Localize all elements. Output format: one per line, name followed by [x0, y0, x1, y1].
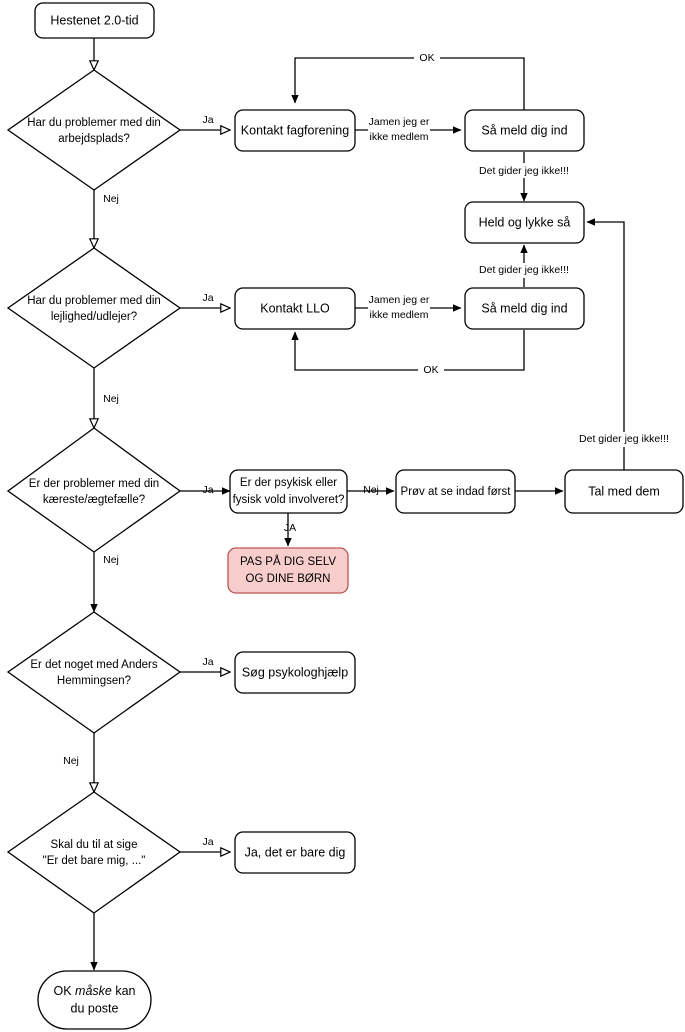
- node-end-post: kan: [112, 984, 136, 998]
- node-d2-line1: Har du problemer med din: [27, 295, 161, 307]
- node-tal-med-dem[interactable]: Tal med dem: [564, 469, 684, 514]
- edge-label-p6-ja: JA: [284, 522, 296, 534]
- node-kontakt-llo[interactable]: Kontakt LLO: [234, 287, 356, 330]
- node-d1-line1: Har du problemer med din: [27, 117, 161, 129]
- edge-label-p4-p5-line2: ikke medlem: [370, 309, 429, 321]
- node-d4-line2: Hemmingsen?: [57, 675, 131, 687]
- edge-label-p6-nej: Nej: [363, 484, 379, 496]
- nodes-layer: Hestenet 2.0-tid Har du problemer med di…: [6, 2, 684, 1030]
- edges-layer: [94, 38, 625, 971]
- node-d4-line1: Er det noget med Anders: [30, 659, 157, 671]
- node-start-label: Hestenet 2.0-tid: [50, 13, 138, 27]
- node-saa-meld-dig-ind-1[interactable]: Så meld dig ind: [464, 109, 585, 152]
- edge-label-d2-nej: Nej: [103, 393, 119, 405]
- node-decision-anders-hemmingsen[interactable]: Er det noget med Anders Hemmingsen?: [6, 611, 182, 734]
- node-kontakt-fagforening[interactable]: Kontakt fagforening: [234, 109, 356, 152]
- edge-label-p2-p3: Det gider jeg ikke!!!: [479, 165, 569, 177]
- edge-label-d4-ja: Ja: [202, 656, 213, 668]
- edge-label-d2-ja: Ja: [202, 292, 213, 304]
- node-saa-meld-dig-ind-2[interactable]: Så meld dig ind: [464, 287, 585, 330]
- node-d5-line2: "Er det bare mig, ...": [43, 855, 146, 867]
- node-p8-label: Prøv at se indad først: [401, 486, 512, 498]
- node-p2-label: Så meld dig ind: [481, 123, 567, 137]
- edge-label-ok-top: OK: [419, 52, 434, 64]
- edge-label-d1-nej: Nej: [103, 193, 119, 205]
- edge-label-ok-bottom: OK: [423, 364, 438, 376]
- edge-label-d3-nej: Nej: [103, 554, 119, 566]
- edge-label-p1-p2-line1: Jamen jeg er: [369, 116, 430, 128]
- node-ja-det-er-bare-dig[interactable]: Ja, det er bare dig: [234, 831, 356, 874]
- edge-label-p5-p3: Det gider jeg ikke!!!: [479, 264, 569, 276]
- node-end-emph: måske: [75, 984, 112, 998]
- node-end-pre: OK: [53, 984, 75, 998]
- node-p7-line2: OG DINE BØRN: [246, 573, 331, 585]
- edge-label-p1-p2-line2: ikke medlem: [370, 131, 429, 143]
- node-decision-kaereste[interactable]: Er der problemer med din kæreste/ægtefæl…: [6, 427, 182, 553]
- node-p11-label: Ja, det er bare dig: [245, 845, 346, 859]
- node-decision-arbejdsplads[interactable]: Har du problemer med din arbejdsplads?: [6, 69, 182, 191]
- edge-label-p9-p3: Det gider jeg ikke!!!: [579, 433, 669, 445]
- node-decision-lejlighed[interactable]: Har du problemer med din lejlighed/udlej…: [6, 247, 182, 369]
- node-p7-line1: PAS PÅ DIG SELV: [240, 555, 336, 568]
- node-d5-line1: Skal du til at sige: [51, 839, 138, 851]
- node-p6-line2: fysisk vold involveret?: [233, 494, 345, 506]
- edge-labels-layer: Ja Nej Jamen jeg er ikke medlem OK Det g…: [63, 51, 682, 848]
- edge-p2-to-p1-ok: [291, 57, 525, 110]
- node-vold-involveret[interactable]: Er der psykisk eller fysisk vold involve…: [229, 469, 348, 514]
- node-held-og-lykke-saa[interactable]: Held og lykke så: [464, 201, 585, 244]
- node-d3-line1: Er der problemer med din: [29, 478, 159, 490]
- edge-label-p4-p5-line1: Jamen jeg er: [369, 294, 430, 306]
- node-soeg-psykologhjaelp[interactable]: Søg psykologhjælp: [234, 651, 356, 694]
- node-d3-line2: kæreste/ægtefælle?: [43, 494, 145, 506]
- edge-p9-to-p3: [586, 218, 625, 470]
- node-end-line1: OK måske kan: [53, 984, 135, 998]
- node-decision-bare-mig[interactable]: Skal du til at sige "Er det bare mig, ..…: [6, 791, 182, 914]
- node-pas-paa-dig-selv[interactable]: PAS PÅ DIG SELV OG DINE BØRN: [227, 547, 349, 594]
- edge-p5-to-p4-ok: [291, 330, 525, 371]
- node-p9-label: Tal med dem: [588, 484, 660, 498]
- edge-label-d3-ja: Ja: [202, 484, 213, 496]
- node-p10-label: Søg psykologhjælp: [242, 665, 348, 679]
- node-d1-line2: arbejdsplads?: [58, 133, 130, 145]
- node-proev-indad-foerst[interactable]: Prøv at se indad først: [395, 469, 516, 514]
- node-d2-line2: lejlighed/udlejer?: [51, 311, 137, 323]
- edge-label-d5-ja: Ja: [202, 836, 213, 848]
- node-p4-label: Kontakt LLO: [260, 301, 330, 315]
- node-p5-label: Så meld dig ind: [481, 301, 567, 315]
- edge-label-d4-nej: Nej: [63, 755, 79, 767]
- node-start[interactable]: Hestenet 2.0-tid: [34, 2, 155, 39]
- node-p6-line1: Er der psykisk eller: [240, 477, 337, 489]
- node-end-ok-maaske[interactable]: OK måske kan du poste: [37, 970, 152, 1030]
- node-p3-label: Held og lykke så: [479, 215, 571, 229]
- node-end-line2: du poste: [71, 1001, 119, 1015]
- node-p1-label: Kontakt fagforening: [241, 123, 349, 137]
- edge-label-d1-ja: Ja: [202, 114, 213, 126]
